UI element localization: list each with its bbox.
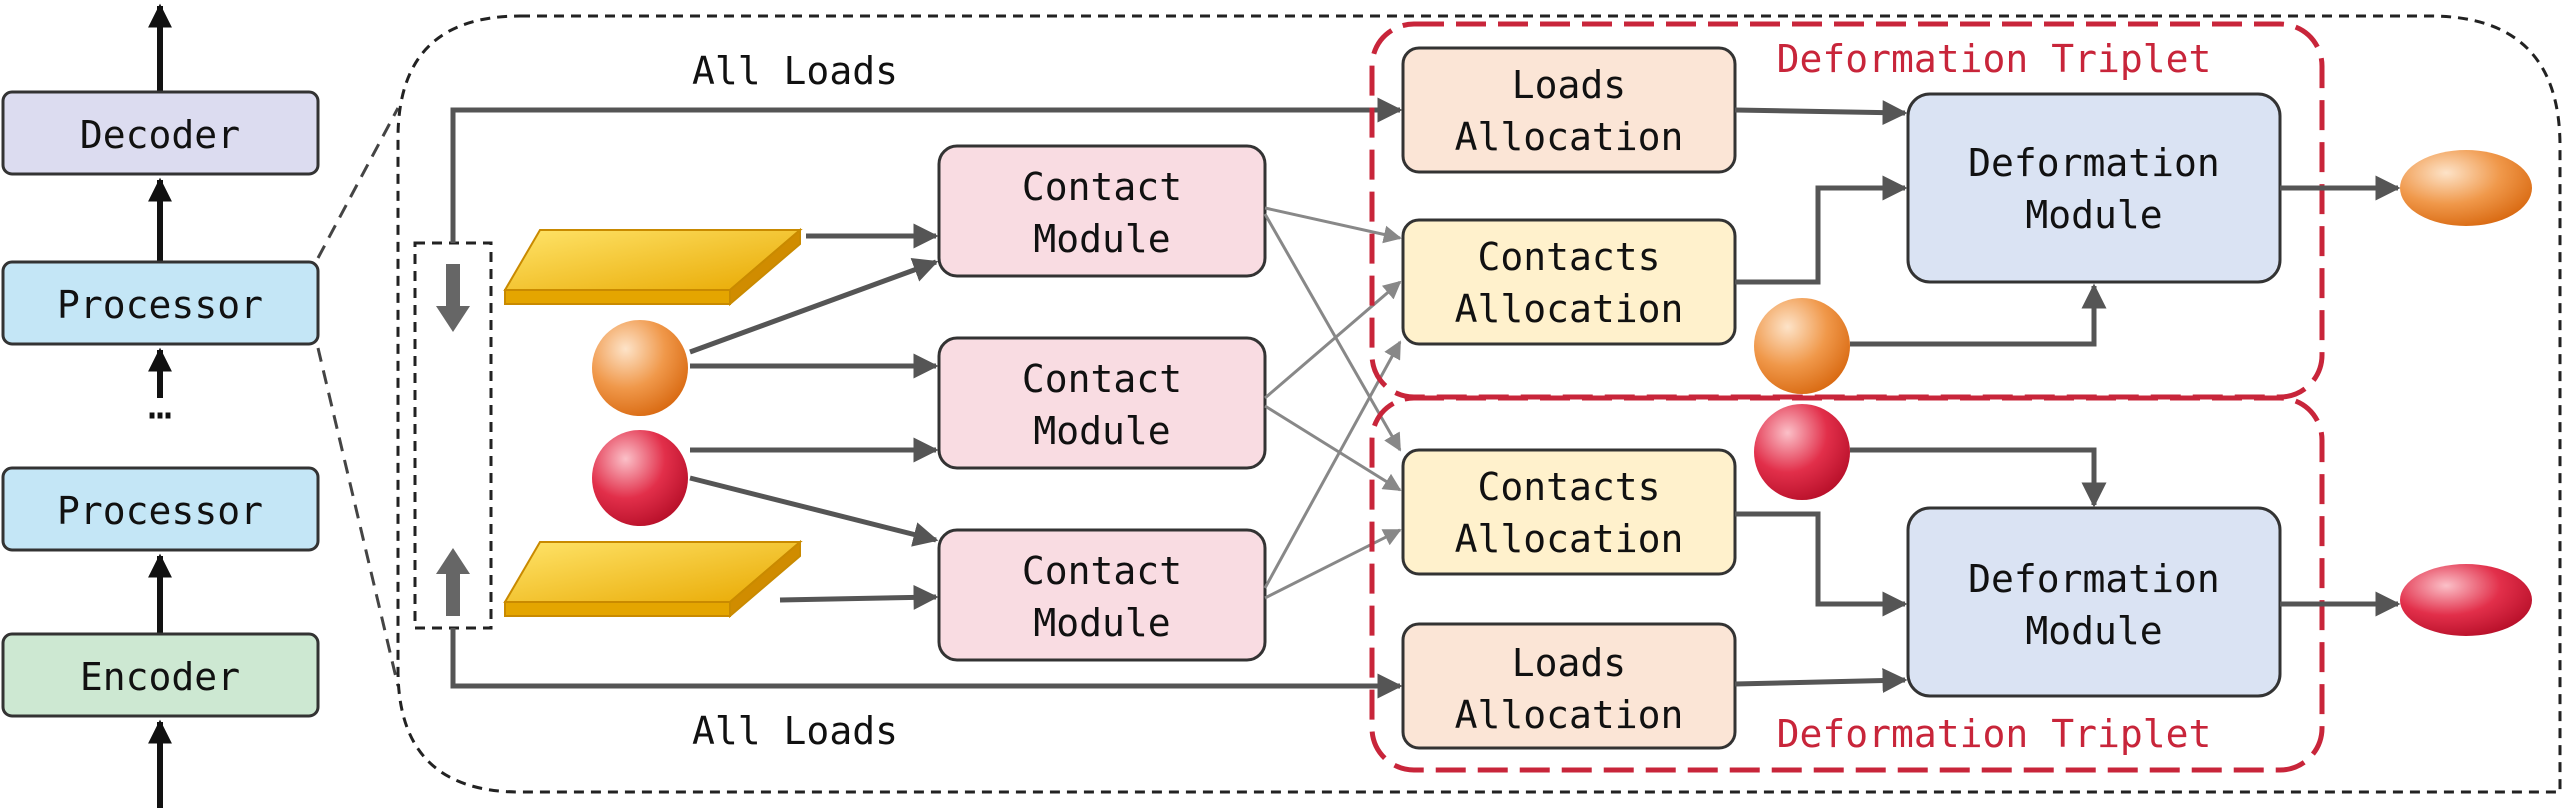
red-ball <box>592 430 688 526</box>
contact-module-2-line2: Module <box>1033 409 1170 453</box>
contacts-allocation-bottom-line2: Allocation <box>1455 517 1684 561</box>
processor-bottom-box <box>1 466 320 552</box>
encoder-box <box>1 632 320 718</box>
processor-bottom-label: Processor <box>57 489 263 533</box>
all-loads-label-top: All Loads <box>692 49 898 93</box>
loads-allocation-top-line2: Allocation <box>1455 115 1684 159</box>
top-plate <box>503 227 803 307</box>
contact-module-3-line1: Contact <box>1022 549 1182 593</box>
all-loads-arrow-top <box>450 97 1403 243</box>
model-stack: Decoder Processor ⋯ Processor Encoder <box>1 3 320 808</box>
deformation-module-bottom <box>1906 506 2282 698</box>
orange-ball-triplet <box>1754 298 1850 394</box>
deformation-module-top <box>1906 92 2282 284</box>
c2-to-alloc-top <box>1264 280 1402 400</box>
c1-to-alloc-bottom <box>1263 213 1402 452</box>
contact-module-3: Contact Module <box>937 528 1267 662</box>
ellipsis: ⋯ <box>148 392 172 438</box>
triplet-bottom-title-bg <box>1757 706 2231 758</box>
processor-top-box <box>1 260 320 346</box>
encoder-label: Encoder <box>80 655 240 699</box>
deformation-module-top-line2: Module <box>2025 193 2162 237</box>
contact-module-1: Contact Module <box>937 144 1267 278</box>
deformed-red-ball <box>2400 564 2532 636</box>
red-to-contact3 <box>689 475 939 547</box>
deformation-module-bottom-line2: Module <box>2025 609 2162 653</box>
contact-module-2: Contact Module <box>937 336 1267 470</box>
down-arrow-icon <box>436 264 470 332</box>
triplet-bottom-border <box>1369 395 2325 773</box>
loads-allocation-bottom-line2: Allocation <box>1455 693 1684 737</box>
loads-to-deformation-top <box>1734 100 1908 126</box>
plate-bottom-to-contact3 <box>779 584 939 610</box>
decoder-box <box>1 90 320 176</box>
red-ball-triplet <box>1754 404 1850 500</box>
deformed-orange-ball <box>2400 150 2532 226</box>
zoom-line-bottom <box>316 347 400 687</box>
contact-module-3-line2: Module <box>1033 601 1170 645</box>
triplet-top-title-bg <box>1757 28 2231 80</box>
triplet-top-border <box>1369 21 2325 400</box>
contacts-to-deformation-top <box>1735 175 1908 285</box>
contacts-allocation-top-line2: Allocation <box>1455 287 1684 331</box>
up-arrow-icon <box>436 548 470 616</box>
bottom-plate <box>503 539 803 619</box>
orange-ball <box>592 320 688 416</box>
contacts-allocation-bottom-line1: Contacts <box>1477 465 1660 509</box>
zoom-line-top <box>316 107 400 259</box>
contact-module-2-line1: Contact <box>1022 357 1182 401</box>
loads-to-deformation-bottom <box>1734 668 1908 694</box>
triplet-top-title: Deformation Triplet <box>1777 37 2212 81</box>
loads-allocation-top-line1: Loads <box>1512 63 1626 107</box>
contacts-to-deformation-bottom <box>1735 511 1908 617</box>
red-ball-to-deformation <box>1850 447 2107 508</box>
c1-to-alloc-top <box>1264 206 1402 244</box>
deformation-triplet-top: Deformation Triplet Loads Allocation Con… <box>1369 21 2532 400</box>
deformation-module-bottom-line1: Deformation <box>1968 557 2220 601</box>
deformation-triplet-bottom: Deformation Triplet Contacts Allocation … <box>1369 395 2532 773</box>
contact-module-1-line2: Module <box>1033 217 1170 261</box>
contacts-allocation-top-line1: Contacts <box>1477 235 1660 279</box>
orange-to-contact1 <box>689 257 939 355</box>
c3-to-alloc-bottom <box>1264 528 1402 600</box>
processor-top-label: Processor <box>57 283 263 327</box>
orange-ball-to-deformation <box>1850 283 2107 347</box>
c3-to-alloc-top <box>1263 340 1402 589</box>
all-loads-arrow-bottom <box>450 628 1403 699</box>
processor-detail-panel <box>396 14 2562 794</box>
contact-module-1-line1: Contact <box>1022 165 1182 209</box>
deformation-module-top-line1: Deformation <box>1968 141 2220 185</box>
all-loads-label-bottom: All Loads <box>692 709 898 753</box>
c2-to-alloc-bottom <box>1264 404 1402 492</box>
decoder-label: Decoder <box>80 113 240 157</box>
triplet-bottom-title: Deformation Triplet <box>1777 712 2212 756</box>
loads-allocation-bottom <box>1401 622 1737 750</box>
loads-allocation-bottom-line1: Loads <box>1512 641 1626 685</box>
